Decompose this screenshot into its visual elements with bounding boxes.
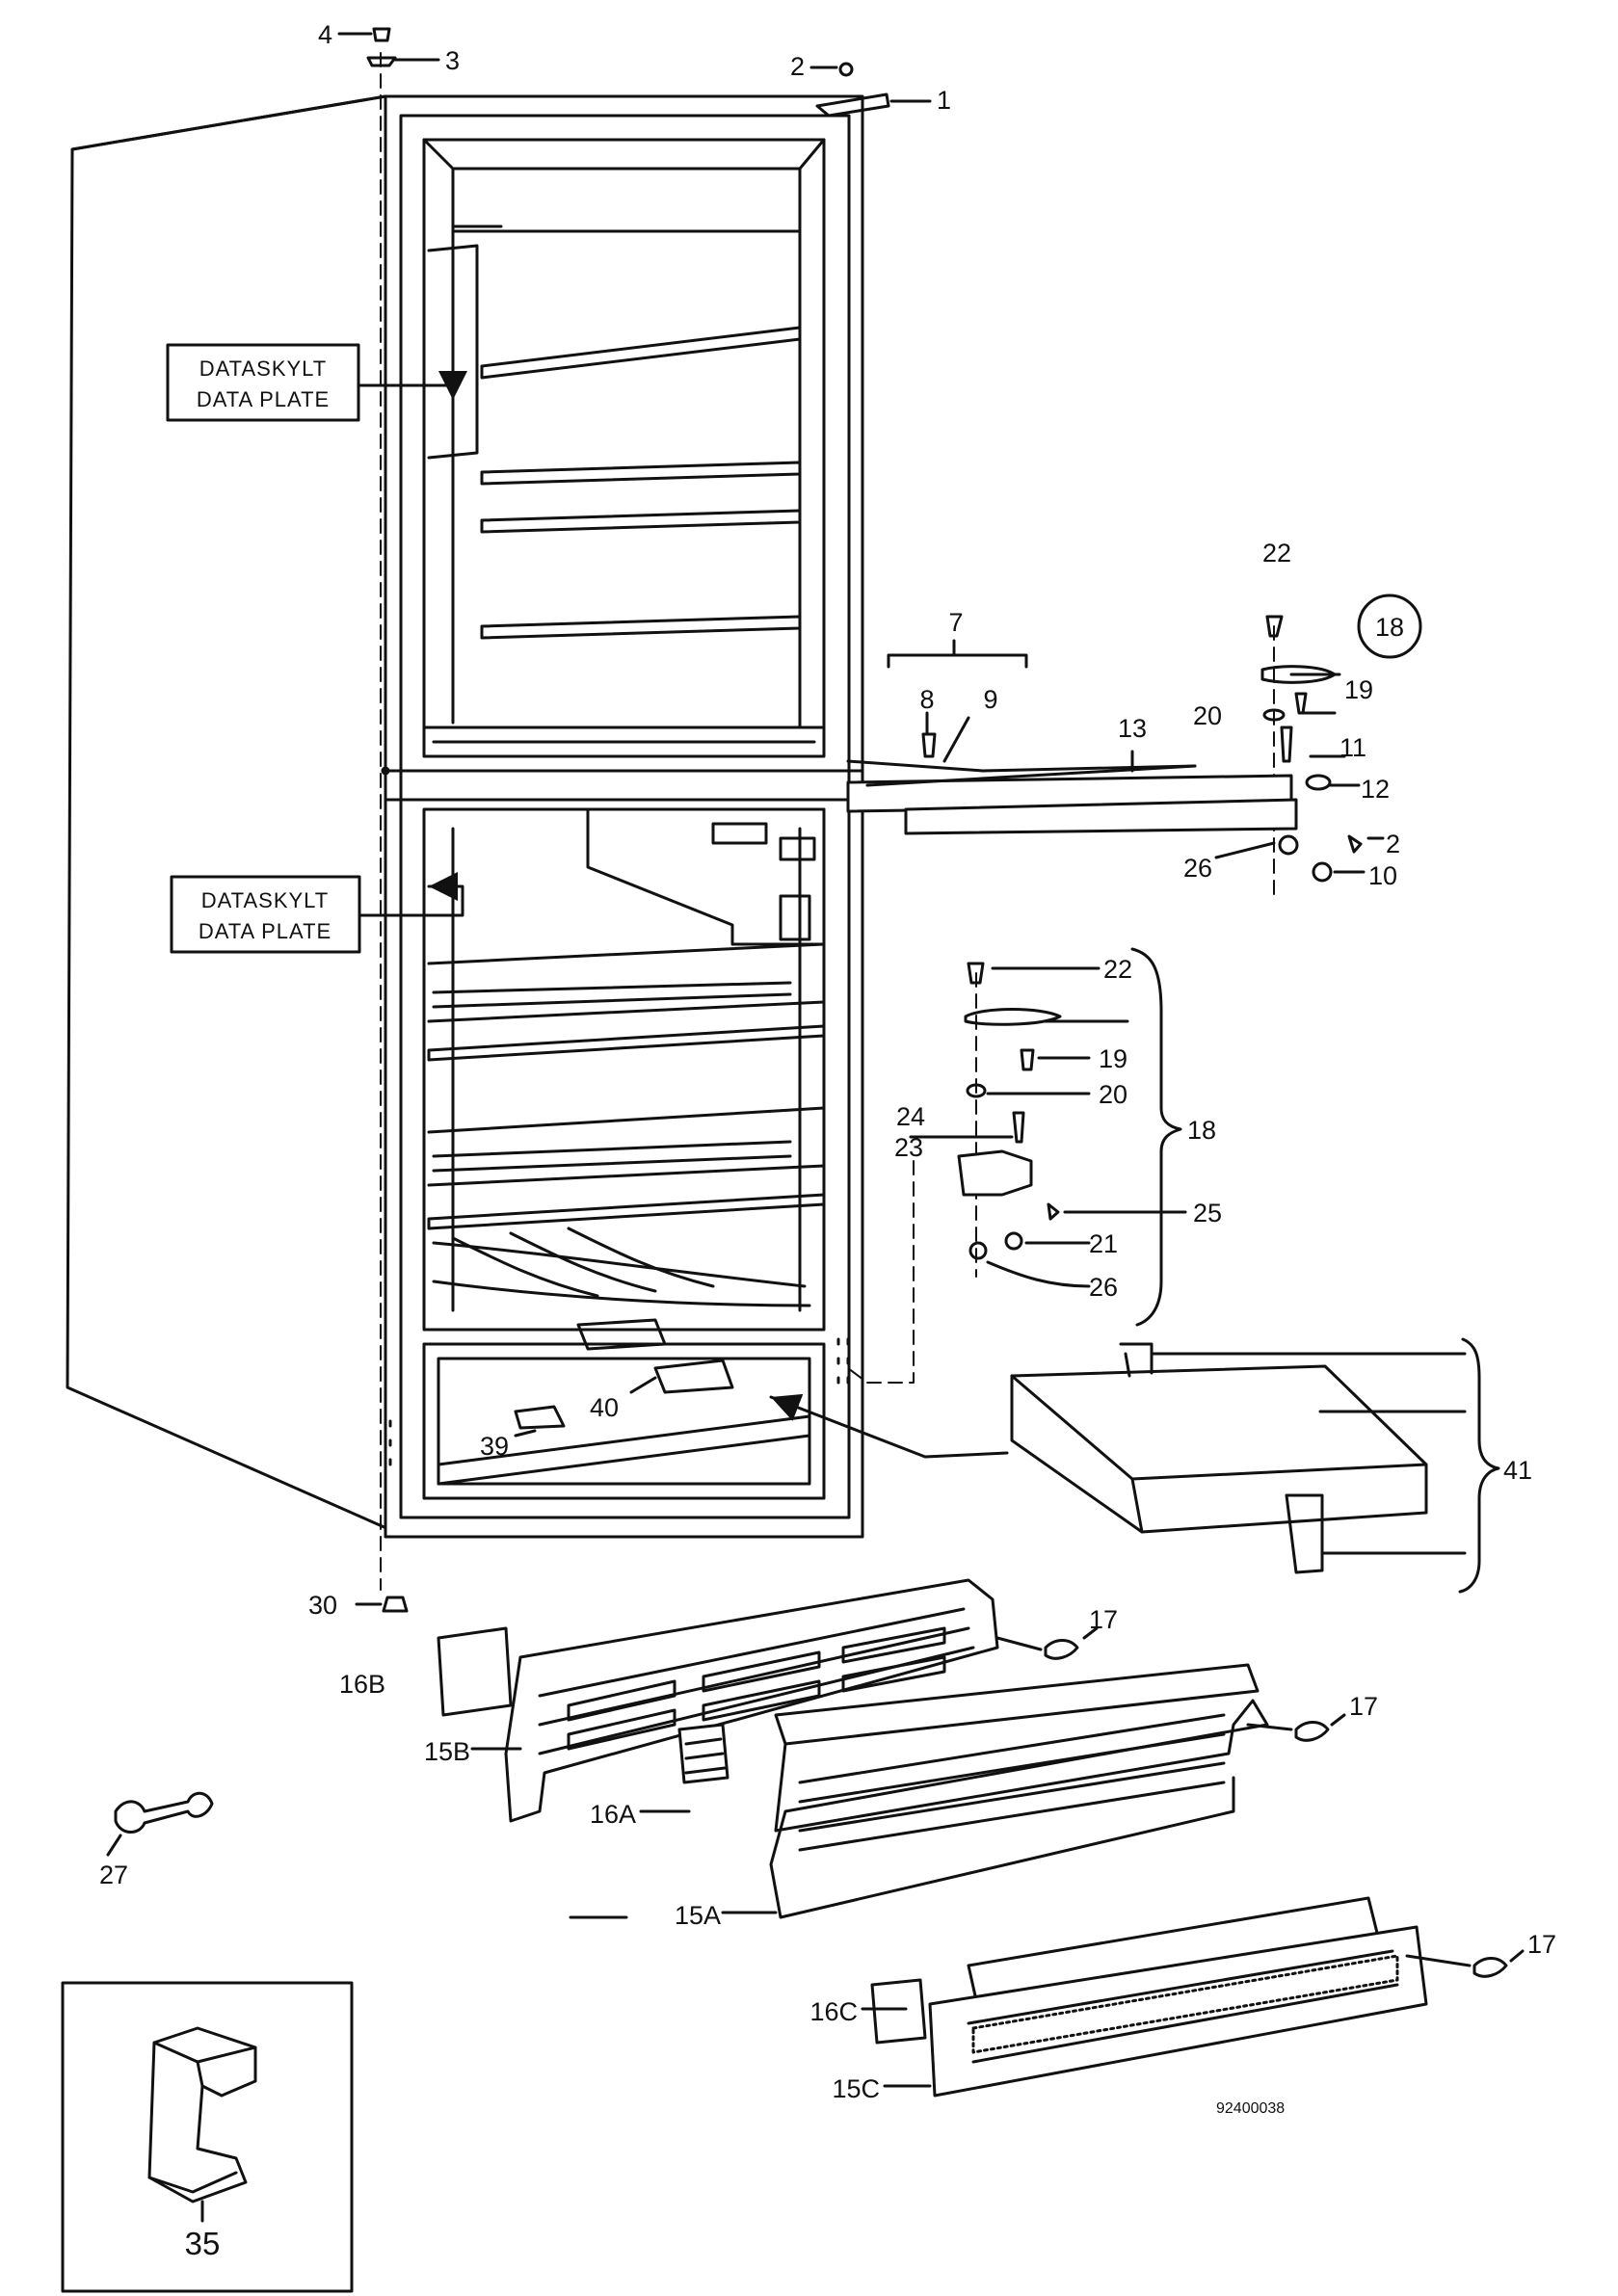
label-11: 11 [1339, 733, 1366, 762]
part-labels: 4 3 2 1 22 18 7 8 9 13 20 19 11 12 2 26 … [99, 20, 1556, 2261]
label-12: 12 [1361, 775, 1390, 804]
label-17-b: 17 [1349, 1692, 1378, 1721]
label-9: 9 [983, 685, 997, 714]
label-20-top: 20 [1193, 701, 1222, 730]
label-7: 7 [948, 608, 963, 637]
data-plate-upper-box [166, 343, 360, 422]
leveling-foot-30 [355, 1596, 409, 1613]
label-21: 21 [1089, 1229, 1118, 1258]
label-16C: 16C [809, 1997, 858, 2026]
inset-box-35 [61, 1981, 354, 2293]
data-plate-upper-arrow [358, 371, 467, 402]
label-18-circled: 18 [1375, 613, 1404, 642]
data-plate-lower: DATASKYLT DATA PLATE [199, 888, 332, 943]
label-1: 1 [937, 86, 951, 115]
grille-15a [677, 1663, 1346, 1919]
label-15C: 15C [832, 2074, 880, 2103]
label-27: 27 [99, 1861, 128, 1889]
label-20-mid: 20 [1099, 1080, 1127, 1109]
data-plate-lower-line1: DATASKYLT [201, 888, 329, 912]
grille-15c [870, 1896, 1525, 2098]
label-19-mid: 19 [1099, 1044, 1127, 1073]
label-3: 3 [445, 46, 460, 75]
label-8: 8 [919, 685, 934, 714]
part-leader-lines [470, 1747, 932, 2088]
data-plate-lower-line2: DATA PLATE [199, 919, 332, 943]
cushion-41 [769, 1337, 1500, 1594]
data-plate-upper-line2: DATA PLATE [197, 387, 330, 411]
refrigerator-cabinet [66, 94, 864, 1539]
label-41: 41 [1503, 1456, 1532, 1485]
label-35: 35 [185, 2226, 221, 2261]
label-23: 23 [894, 1133, 923, 1162]
label-30: 30 [308, 1591, 337, 1620]
wrench-leader [106, 1834, 122, 1857]
label-4: 4 [318, 20, 332, 49]
label-22-top: 22 [1262, 539, 1291, 567]
label-2-mid: 2 [1386, 830, 1400, 858]
grille-15b [437, 1578, 1099, 1823]
label-15A: 15A [675, 1901, 721, 1930]
drawing-number: 92400038 [1216, 2100, 1285, 2117]
top-hinge-parts [337, 27, 932, 118]
hinge-leader-dashed [847, 1160, 915, 1384]
label-16A: 16A [590, 1800, 636, 1829]
label-22-mid: 22 [1103, 955, 1132, 984]
label-19-top: 19 [1344, 675, 1373, 704]
hinge-kit-18 [909, 947, 1187, 1327]
label-2-top: 2 [790, 52, 805, 81]
label-39: 39 [480, 1432, 509, 1461]
label-17-c: 17 [1527, 1930, 1556, 1959]
data-plate-upper-line1: DATASKYLT [199, 356, 327, 381]
label-40: 40 [590, 1393, 619, 1422]
label-13: 13 [1118, 714, 1147, 743]
label-17-a: 17 [1089, 1605, 1118, 1634]
label-26-top: 26 [1183, 854, 1212, 883]
label-10: 10 [1368, 861, 1397, 890]
label-16B: 16B [339, 1670, 385, 1699]
label-18-bracket: 18 [1187, 1116, 1216, 1145]
data-plate-lower-box [170, 875, 361, 954]
wrench-27 [114, 1791, 214, 1834]
label-25: 25 [1193, 1199, 1222, 1227]
data-plate-lower-arrow [358, 872, 464, 917]
circled-18-marker [1357, 594, 1422, 659]
data-plate-upper: DATASKYLT DATA PLATE [197, 356, 330, 411]
label-26-mid: 26 [1089, 1273, 1118, 1302]
middle-hinge-assembly [846, 615, 1385, 883]
drawer-leader-lines [514, 1376, 657, 1438]
label-24: 24 [896, 1102, 925, 1131]
label-15B: 15B [424, 1737, 470, 1766]
